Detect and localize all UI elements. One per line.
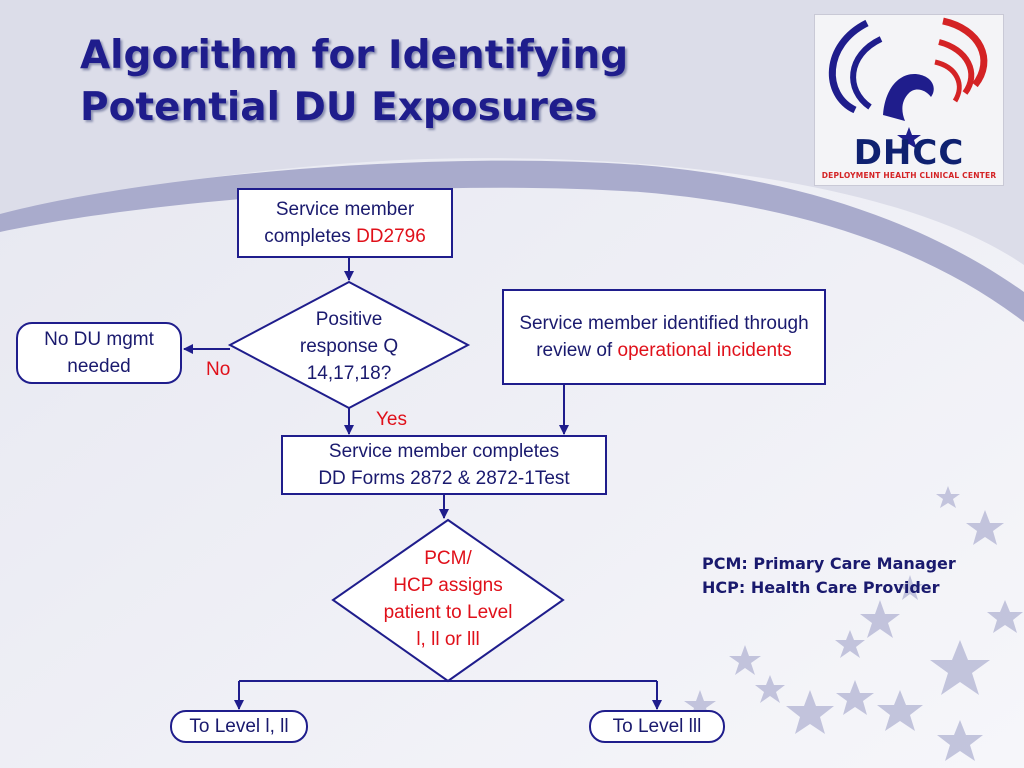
star-decoration-icon <box>930 640 990 695</box>
forms-box-line-1: Service member completes <box>328 441 560 462</box>
level-1-2-label: To Level l, ll <box>189 716 289 737</box>
assign-line-4: l, ll or lll <box>416 629 480 650</box>
star-decoration-icon <box>936 486 960 508</box>
no-label: No <box>206 359 231 380</box>
slide-title-line-2: Potential DU Exposures <box>80 85 598 130</box>
abbreviation-legend: PCM: Primary Care Manager HCP: Health Ca… <box>702 552 956 600</box>
no-du-mgmt-terminal: No DU mgmt needed <box>16 322 182 384</box>
legend-pcm: PCM: Primary Care Manager <box>702 554 956 573</box>
decision-diamond-shape <box>227 280 471 410</box>
forms-box-line-2: DD Forms 2872 & 2872-1Test <box>318 468 570 489</box>
review-box-highlight: operational incidents <box>617 340 792 361</box>
legend-hcp: HCP: Health Care Provider <box>702 578 940 597</box>
assign-level-decision: PCM/ HCP assigns patient to Level l, ll … <box>360 543 536 655</box>
slide-title: Algorithm for Identifying Potential DU E… <box>80 30 628 134</box>
start-box: Service member completes DD2796 <box>237 188 453 258</box>
star-decoration-icon <box>835 630 865 658</box>
yes-label: Yes <box>376 409 407 430</box>
star-decoration-icon <box>966 510 1004 545</box>
eagle-logo-icon <box>829 17 988 149</box>
review-box-text: Service member identified through review… <box>519 313 809 361</box>
decision-positive-response: Positive response Q 14,17,18? <box>280 304 418 388</box>
assign-line-2: HCP assigns <box>393 575 503 596</box>
assign-line-3: patient to Level <box>383 602 513 623</box>
level-3-terminal: To Level lll <box>589 710 725 743</box>
star-decoration-icon <box>786 690 834 734</box>
dhcc-logo: DHCC DEPLOYMENT HEALTH CLINICAL CENTER <box>814 14 1004 186</box>
logo-acronym: DHCC <box>853 133 965 173</box>
decision-line-2: response Q <box>299 335 399 357</box>
forms-box: Service member completes DD Forms 2872 &… <box>281 435 607 495</box>
star-decoration-icon <box>755 675 785 703</box>
no-du-line-2: needed <box>67 356 131 377</box>
star-decoration-icon <box>987 600 1023 633</box>
decision-line-1: Positive <box>315 308 383 330</box>
start-box-text: Service member completes <box>264 199 415 247</box>
star-decoration-icon <box>860 600 900 638</box>
decision-line-3: 14,17,18? <box>306 362 392 384</box>
assign-line-1: PCM/ <box>424 548 472 569</box>
no-du-line-1: No DU mgmt <box>44 329 154 350</box>
star-decoration-icon <box>937 720 983 761</box>
star-decoration-icon <box>897 575 923 600</box>
level-1-2-terminal: To Level l, ll <box>170 710 308 743</box>
star-decoration-icon <box>729 645 761 675</box>
slide-title-line-1: Algorithm for Identifying <box>80 33 629 78</box>
start-box-form-id: DD2796 <box>356 226 426 247</box>
review-box: Service member identified through review… <box>502 289 826 385</box>
level-3-label: To Level lll <box>612 716 702 737</box>
assign-diamond-shape <box>331 518 565 683</box>
star-decoration-icon <box>836 680 874 715</box>
star-decoration-icon <box>877 690 923 731</box>
star-decoration-icon <box>684 690 716 720</box>
logo-full-name: DEPLOYMENT HEALTH CLINICAL CENTER <box>821 171 997 180</box>
